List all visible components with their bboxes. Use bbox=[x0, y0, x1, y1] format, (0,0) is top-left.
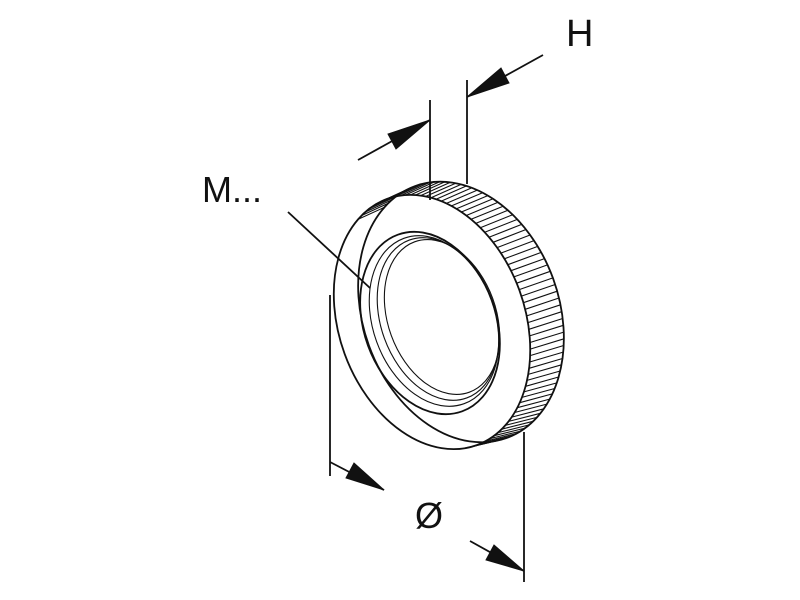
diameter-arrow-left bbox=[345, 462, 385, 491]
knurl-tooth-line bbox=[511, 408, 544, 418]
knurl-tooth-line bbox=[529, 324, 564, 337]
knurl-tooth-line bbox=[526, 370, 561, 381]
knurl-tooth-line bbox=[530, 338, 565, 350]
knurl-tooth-line bbox=[528, 364, 562, 375]
knurl-tooth-line bbox=[508, 412, 541, 422]
knurl-tooth-line bbox=[462, 441, 493, 450]
knurl-tooth-line bbox=[410, 181, 440, 196]
diameter-label: Ø bbox=[415, 495, 443, 536]
knurl-tooth-line bbox=[521, 387, 555, 398]
knurl-tooth-line bbox=[451, 192, 483, 207]
knurl-tooth-line bbox=[493, 427, 526, 437]
knurl-tooth-line bbox=[470, 205, 504, 220]
thread-line-2 bbox=[376, 237, 500, 401]
knurl-tooth-line bbox=[517, 398, 550, 409]
knurl-tooth-line bbox=[527, 311, 562, 324]
thread-line-3 bbox=[383, 239, 501, 395]
knurl-tooth-line bbox=[475, 209, 509, 224]
knurl-tooth-line bbox=[504, 245, 538, 260]
knurl-tooth-line bbox=[529, 331, 564, 344]
knurl-tooth-line bbox=[481, 435, 512, 444]
knurled-edge bbox=[357, 181, 565, 450]
height-arrow-left bbox=[387, 119, 431, 150]
height-label: H bbox=[566, 13, 593, 55]
knurl-tooth-line bbox=[523, 382, 557, 393]
ring-outer-back-edge bbox=[357, 180, 565, 444]
knurl-tooth-line bbox=[525, 297, 560, 310]
knurl-tooth-line bbox=[456, 195, 489, 210]
knurl-tooth-line bbox=[368, 195, 397, 210]
knurl-tooth-line bbox=[514, 403, 547, 414]
knurl-tooth-line bbox=[529, 351, 564, 363]
knurl-tooth-line bbox=[525, 376, 559, 387]
knurl-tooth-line bbox=[519, 393, 553, 404]
knurl-tooth-line bbox=[390, 184, 420, 199]
knurl-tooth-line bbox=[528, 357, 563, 369]
knurl-tooth-line bbox=[485, 433, 517, 442]
knurl-tooth-line bbox=[361, 202, 389, 216]
knurl-tooth-line bbox=[400, 181, 430, 197]
dimension-thread: M... bbox=[202, 169, 371, 289]
knurl-tooth-line bbox=[484, 218, 518, 233]
knurl-tooth-line bbox=[529, 344, 564, 357]
locknut-ring bbox=[332, 180, 565, 451]
knurl-tooth-line bbox=[435, 185, 467, 200]
dimension-height: H bbox=[357, 13, 593, 200]
height-arrow-right bbox=[466, 67, 510, 98]
knurl-tooth-line bbox=[430, 183, 462, 199]
knurl-tooth-line bbox=[523, 290, 558, 304]
thread-line-1 bbox=[368, 235, 500, 407]
knurl-tooth-line bbox=[488, 223, 522, 238]
knurl-tooth-line bbox=[516, 270, 551, 284]
knurl-tooth-line bbox=[510, 258, 545, 272]
knurl-tooth-line bbox=[461, 198, 494, 213]
knurl-tooth-line bbox=[466, 201, 499, 217]
knurl-tooth-line bbox=[519, 277, 554, 291]
knurl-tooth-line bbox=[526, 304, 561, 317]
knurl-tooth-line bbox=[492, 228, 527, 243]
knurl-tooth-line bbox=[496, 234, 531, 249]
ring-front-face-outer bbox=[332, 193, 532, 451]
knurl-tooth-line bbox=[528, 317, 563, 330]
knurl-tooth-line bbox=[395, 182, 425, 197]
knurl-tooth-line bbox=[500, 240, 535, 254]
diameter-arrow-right bbox=[485, 544, 525, 572]
knurl-tooth-line bbox=[513, 264, 548, 278]
knurl-tooth-line bbox=[441, 187, 473, 202]
knurl-tooth-line bbox=[505, 416, 538, 426]
knurl-tooth-line bbox=[420, 181, 451, 197]
thread-label: M... bbox=[202, 169, 262, 210]
knurl-tooth-line bbox=[357, 206, 385, 220]
knurl-tooth-line bbox=[497, 424, 530, 434]
knurl-tooth-line bbox=[501, 420, 534, 430]
knurl-tooth-line bbox=[521, 283, 556, 297]
thread-leader-line bbox=[287, 211, 371, 289]
dimension-diameter: Ø bbox=[329, 295, 525, 582]
knurl-tooth-line bbox=[507, 251, 542, 266]
knurl-tooth-line bbox=[480, 214, 513, 229]
knurl-tooth-line bbox=[365, 199, 393, 213]
knurl-tooth-line bbox=[446, 189, 478, 204]
knurl-tooth-line bbox=[489, 430, 521, 440]
